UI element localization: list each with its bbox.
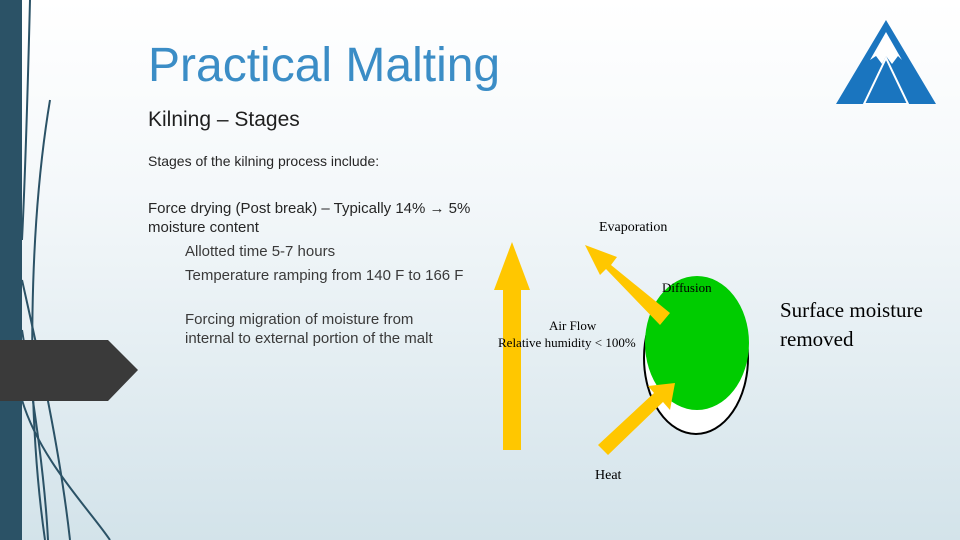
- slide-title: Practical Malting: [148, 39, 501, 92]
- airflow-label: Air Flow: [549, 318, 597, 333]
- sub-bullet-time: Allotted time 5-7 hours: [185, 243, 336, 260]
- sub-bullet-temperature: Temperature ramping from 140 F to 166 F: [185, 267, 464, 284]
- humidity-label: Relative humidity < 100%: [498, 335, 636, 350]
- diffusion-label: Diffusion: [662, 280, 712, 295]
- heat-arrow: [598, 383, 675, 455]
- evaporation-label: Evaporation: [599, 220, 668, 235]
- slide-subtitle: Kilning – Stages: [148, 108, 300, 131]
- section-tab: [0, 340, 138, 401]
- mountain-logo-icon: [836, 20, 936, 104]
- intro-text: Stages of the kilning process include:: [148, 153, 380, 169]
- airflow-arrow: [494, 242, 530, 450]
- kilning-diagram: [494, 242, 749, 455]
- left-accent-bar: [0, 0, 22, 540]
- evaporation-arrow: [585, 245, 670, 325]
- heat-label: Heat: [595, 468, 622, 483]
- sub-bullet-migration: Forcing migration of moisture from inter…: [185, 311, 433, 347]
- kernel-core: [645, 276, 749, 410]
- decorative-curves: [21, 0, 111, 540]
- surface-moisture-label: Surface moisture removed: [780, 298, 923, 351]
- main-bullet: Force drying (Post break) – Typically 14…: [148, 200, 471, 236]
